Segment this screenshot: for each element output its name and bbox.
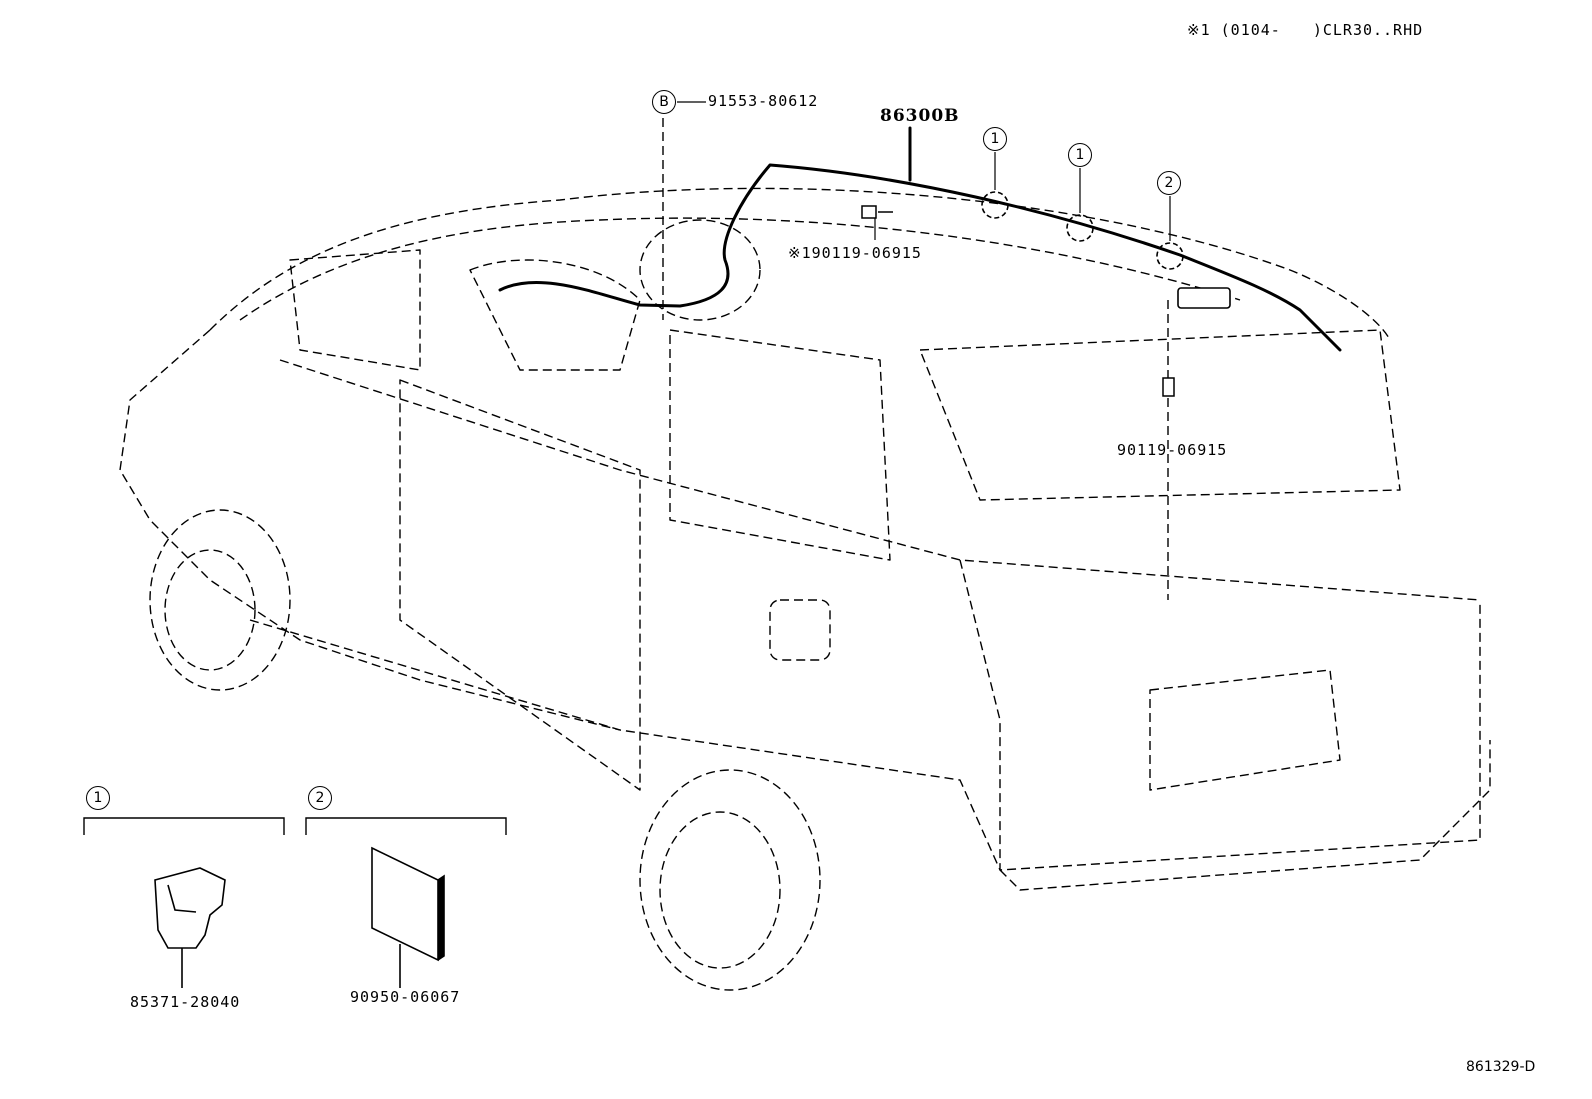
van-roof-inner [239,217,1241,321]
van-beltline [279,359,1481,601]
legend-callout-1: 1 [86,786,110,810]
van-fuel-lid [769,599,831,661]
van-rear-wheel-inner [659,811,781,969]
van-dashboard [469,259,641,371]
van-rear-window [919,329,1401,501]
van-front-outline [119,329,621,731]
label-bolt-note1: ※190119-06915 [788,244,922,262]
callout-1-top-a: 1 [983,127,1007,151]
label-clamp: 85371-28040 [130,993,241,1011]
label-antenna: 86300B [880,106,960,126]
antenna-module [1177,287,1231,309]
header-note: ※1 (0104- )CLR30..RHD [1187,21,1424,39]
van-rear-wheel [639,769,821,991]
van-front-wheel-inner [164,549,256,671]
van-side-window-1 [289,249,421,371]
callout-1-top-b: 1 [1068,143,1092,167]
van-steering-wheel [639,219,761,321]
van-side-window-2 [669,329,891,561]
van-rear-bumper [999,740,1491,891]
callout-2-top: 2 [1157,171,1181,195]
callout-circle-2 [1156,242,1184,270]
legend-bracket-2 [305,817,507,835]
van-roof-outline [209,187,1391,341]
legend-callout-2: 2 [308,786,332,810]
van-rear-hatch [959,559,1481,871]
bolt-icon-top [861,205,877,219]
label-bolt-b: 91553-80612 [708,92,819,110]
legend-bracket-1 [83,817,285,835]
label-bolt-right: 90119-06915 [1117,441,1228,459]
callout-circle-1b [1066,214,1094,242]
antenna-cable [498,163,1342,352]
van-front-wheel [149,509,291,691]
label-pad: 90950-06067 [350,988,461,1006]
clamp-part [154,867,226,949]
van-sliding-door [399,379,641,791]
van-side-lower [249,619,1001,871]
callout-circle-1a [981,191,1009,219]
van-tail-light [1149,669,1341,791]
marker-b: B [652,90,676,114]
footer-code: 861329-D [1466,1059,1536,1075]
pad-part [371,846,439,962]
bolt-icon-right [1162,377,1175,397]
